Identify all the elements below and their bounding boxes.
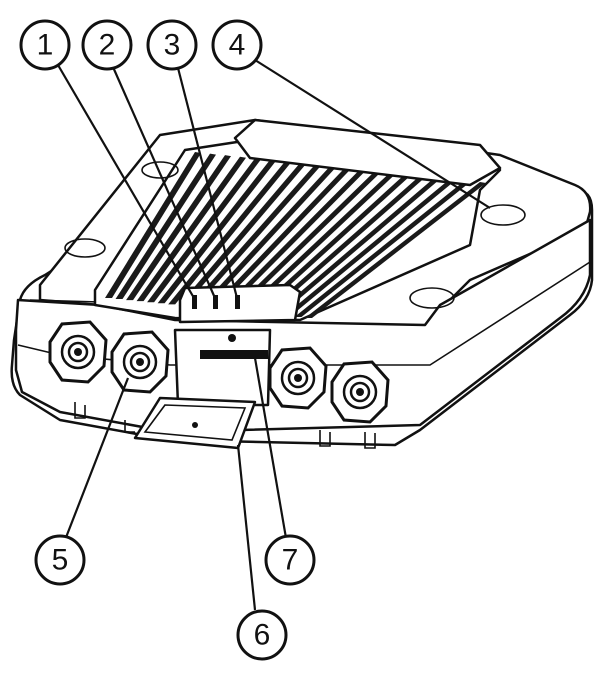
foot-4	[364, 432, 376, 449]
callout-1: 1	[19, 19, 71, 71]
bnc-connector-icon	[268, 346, 328, 410]
callout-3-label: 3	[164, 29, 181, 62]
front-band	[17, 261, 591, 366]
status-led-icon	[192, 295, 240, 309]
callout-1-label: 1	[37, 29, 54, 62]
callout-6-label: 6	[254, 619, 271, 652]
heatsink-fin	[241, 172, 396, 312]
heatsink-fin	[220, 169, 366, 310]
bnc-connector-icon	[110, 330, 170, 394]
heatsink-fin	[252, 174, 411, 313]
heatsink-fin	[115, 153, 216, 300]
callout-5-label: 5	[52, 544, 69, 577]
heatsink-fin	[157, 159, 276, 304]
heatsink-fin	[199, 166, 336, 308]
callout-5: 5	[34, 534, 86, 586]
heatsink-fin	[262, 175, 426, 314]
callout-3: 3	[146, 19, 198, 71]
callout-4: 4	[211, 19, 263, 71]
heatsink-fin	[231, 170, 381, 311]
heatsink-fin	[283, 178, 456, 316]
sd-compartment	[173, 328, 272, 407]
heatsink-fin	[273, 177, 441, 315]
sd-cover-inner	[143, 404, 247, 441]
heatsink-rear-block	[233, 118, 502, 187]
heatsink-fin	[168, 161, 291, 305]
screw-hole-rear-left	[141, 161, 179, 179]
sd-card-slot-icon	[200, 350, 268, 359]
screw-hole-rear-right	[480, 204, 526, 226]
led-2	[213, 295, 218, 309]
callout-7-label: 7	[282, 544, 299, 577]
callout-2-label: 2	[99, 29, 116, 62]
leader-1	[57, 64, 195, 299]
heatsink-fin	[294, 180, 471, 317]
leader-5	[63, 377, 130, 541]
video-encoder-device-icon	[10, 118, 594, 450]
heatsink-fin	[305, 182, 486, 318]
heatsink-fins	[105, 152, 486, 318]
foot-3	[319, 430, 331, 447]
leader-7	[253, 357, 288, 539]
leader-2	[111, 66, 217, 299]
bnc-connector-icon	[330, 360, 390, 424]
bnc-connector-icon	[48, 320, 108, 384]
callout-6: 6	[236, 609, 288, 661]
sd-led	[228, 334, 236, 342]
leader-6	[236, 444, 257, 611]
foot-2	[124, 420, 135, 433]
leader-lines	[57, 59, 491, 611]
heatsink-fin	[136, 156, 246, 302]
sd-cover-screw	[192, 422, 198, 428]
heatsink-fin	[189, 164, 321, 307]
callout-4-label: 4	[229, 29, 246, 62]
callout-7: 7	[264, 534, 316, 586]
leader-3	[176, 67, 239, 299]
foot-1	[74, 402, 86, 419]
led-3	[235, 295, 240, 309]
leader-4	[254, 59, 491, 209]
led-1	[192, 295, 197, 309]
screw-hole-front-left	[64, 238, 106, 258]
screw-hole-front-right	[409, 287, 455, 309]
callout-2: 2	[81, 19, 133, 71]
heatsink-fin	[178, 163, 306, 306]
heatsink-fin	[210, 167, 351, 309]
heatsink-fin	[105, 152, 201, 298]
heatsink-fin	[126, 155, 231, 301]
